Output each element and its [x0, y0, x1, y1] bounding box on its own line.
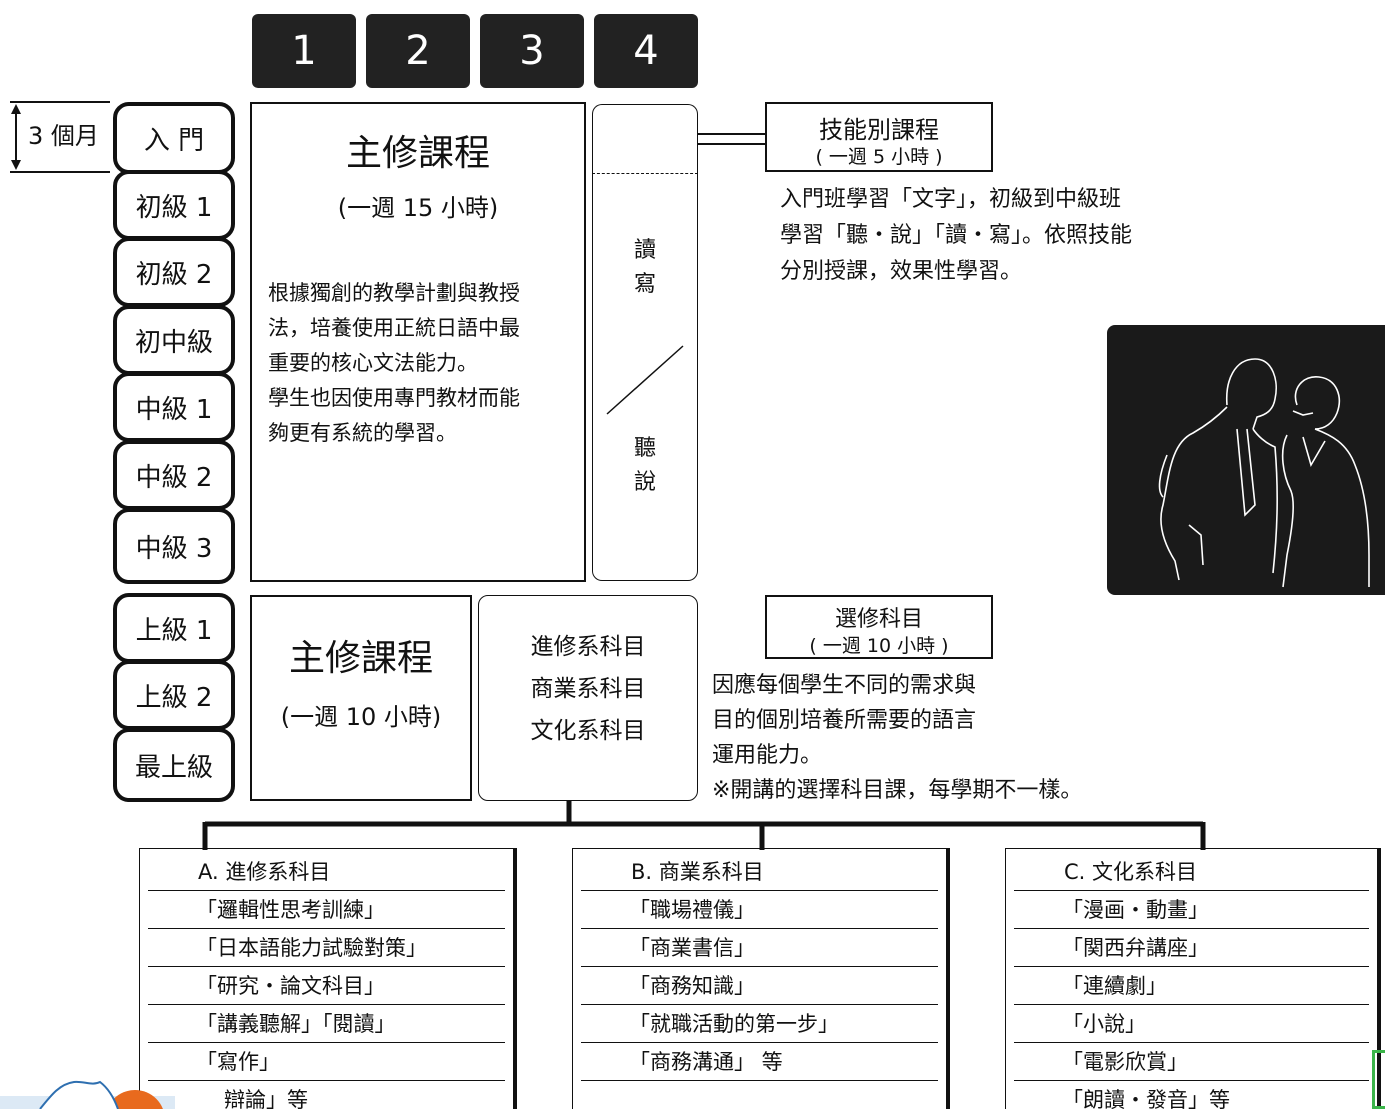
subject-b-item: 「就職活動的第一步」 — [581, 1005, 938, 1043]
mountain-sun-decoration — [0, 1080, 175, 1109]
elective-course-desc: 因應每個學生不同的需求與 目的個別培養所需要的語言 運用能力。 ※開講的選擇科目… — [712, 673, 1083, 803]
elective-list-box: 進修系科目 商業系科目 文化系科目 — [478, 595, 698, 801]
level-advanced-1: 上級 1 — [113, 593, 235, 663]
subject-b-item: 「商業書信」 — [581, 929, 938, 967]
skill-course-title: 技能別課程 — [819, 116, 939, 144]
business-people-image — [1107, 325, 1385, 595]
level-intermediate-3: 中級 3 — [113, 508, 235, 584]
subject-a-item: 「寫作」 — [148, 1043, 505, 1081]
duration-label: 3 個月 — [28, 122, 99, 150]
level-advanced-2: 上級 2 — [113, 660, 235, 730]
advanced-core-title: 主修課程 — [288, 638, 433, 679]
subject-a-item: 「講義聽解」「閱讀」 — [148, 1005, 505, 1043]
subject-panel-a: A. 進修系科目 「邏輯性思考訓練」 「日本語能力試驗對策」 「研究・論文科目」… — [139, 848, 517, 1112]
skill-connector — [697, 133, 767, 145]
subject-a-item: 「研究・論文科目」 — [148, 967, 505, 1005]
skill-column-top — [592, 104, 698, 174]
subjects-tree-connector — [202, 800, 1206, 850]
elective-list: 進修系科目 商業系科目 文化系科目 — [530, 634, 646, 744]
duration-arrow — [10, 101, 110, 173]
elective-course-box: 選修科目 ( 一週 10 小時 ) — [765, 595, 993, 659]
core-course-title: 主修課程 — [345, 133, 490, 174]
subject-c-item: 「関西弁講座」 — [1014, 929, 1369, 967]
level-intermediate-2: 中級 2 — [113, 440, 235, 510]
level-beginner-1: 初級 1 — [113, 170, 235, 240]
advanced-core-hours: (一週 10 小時) — [280, 703, 442, 731]
subject-a-item: 「日本語能力試驗對策」 — [148, 929, 505, 967]
elective-course-hours: ( 一週 10 小時 ) — [809, 635, 949, 657]
subject-c-item: 「連續劇」 — [1014, 967, 1369, 1005]
subject-panel-b: B. 商業系科目 「職場禮儀」 「商業書信」 「商務知識」 「就職活動的第一步」… — [572, 848, 950, 1109]
green-corner-mark — [1372, 1050, 1385, 1109]
elective-course-title: 選修科目 — [834, 607, 923, 632]
subject-c-heading: C. 文化系科目 — [1014, 849, 1369, 891]
subject-c-item: 「電影欣賞」 — [1014, 1043, 1369, 1081]
reading-writing-label: 讀 寫 — [633, 238, 656, 297]
skill-course-hours: ( 一週 5 小時 ) — [815, 146, 943, 168]
level-beginner-2: 初級 2 — [113, 237, 235, 307]
level-intermediate-1: 中級 1 — [113, 372, 235, 442]
subject-a-heading: A. 進修系科目 — [148, 849, 505, 891]
subject-c-item: 「朗讀・發音」等 — [1062, 1088, 1230, 1112]
term-2: 2 — [366, 14, 470, 88]
level-top: 最上級 — [113, 728, 235, 802]
term-1: 1 — [252, 14, 356, 88]
subject-a-item: 「邏輯性思考訓練」 — [148, 891, 505, 929]
level-pre-intermediate: 初中級 — [113, 305, 235, 375]
subject-b-item: 「商務知識」 — [581, 967, 938, 1005]
skill-course-desc: 入門班學習「文字」，初級到中級班 學習「聽・說」「讀・寫」。依照技能 分別授課，… — [780, 187, 1133, 284]
term-3: 3 — [480, 14, 584, 88]
subject-b-item: 「職場禮儀」 — [581, 891, 938, 929]
skill-column: 讀 寫 聽 說 — [592, 173, 698, 581]
skill-course-box: 技能別課程 ( 一週 5 小時 ) — [765, 102, 993, 172]
level-intro: 入 門 — [113, 102, 235, 174]
core-course-desc: 根據獨創的教學計劃與教授 法，培養使用正統日語中最 重要的核心文法能力。 學生也… — [268, 281, 520, 445]
skill-divider-line — [606, 345, 684, 415]
term-4: 4 — [594, 14, 698, 88]
subject-c-item: 「漫画・動畫」 — [1014, 891, 1369, 929]
core-course-box: 主修課程 (一週 15 小時) 根據獨創的教學計劃與教授 法，培養使用正統日語中… — [250, 102, 586, 582]
core-course-hours: (一週 15 小時) — [337, 194, 499, 222]
subject-b-heading: B. 商業系科目 — [581, 849, 938, 891]
subject-a-item: 辯論」等 — [224, 1088, 308, 1112]
advanced-core-course-box: 主修課程 (一週 10 小時) — [250, 595, 472, 801]
listening-speaking-label: 聽 說 — [633, 436, 656, 495]
subject-panel-c: C. 文化系科目 「漫画・動畫」 「関西弁講座」 「連續劇」 「小說」 「電影欣… — [1005, 848, 1381, 1112]
subject-c-item: 「小說」 — [1014, 1005, 1369, 1043]
subject-b-item: 「商務溝通」 等 — [581, 1043, 938, 1081]
